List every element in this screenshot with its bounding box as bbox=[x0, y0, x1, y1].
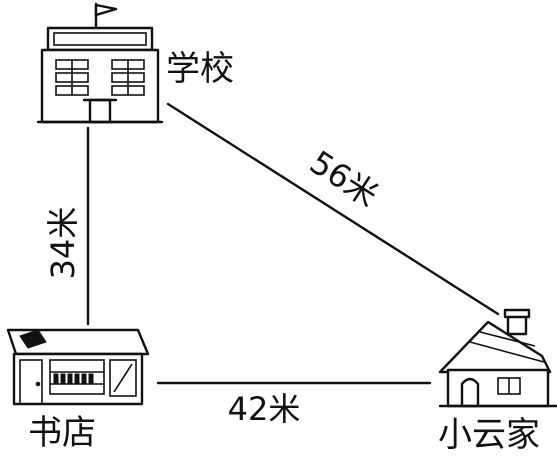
distance-school-bookstore: 34米 bbox=[44, 207, 82, 280]
line-school-home bbox=[166, 102, 500, 316]
distance-bookstore-home: 42米 bbox=[228, 390, 301, 428]
school-icon bbox=[36, 2, 164, 124]
distance-school-home: 56米 bbox=[303, 143, 385, 214]
label-school: 学校 bbox=[166, 49, 234, 89]
house-icon bbox=[438, 308, 557, 408]
label-home: 小云家 bbox=[438, 415, 540, 455]
bookstore-icon bbox=[6, 328, 150, 406]
label-bookstore: 书店 bbox=[28, 413, 96, 453]
